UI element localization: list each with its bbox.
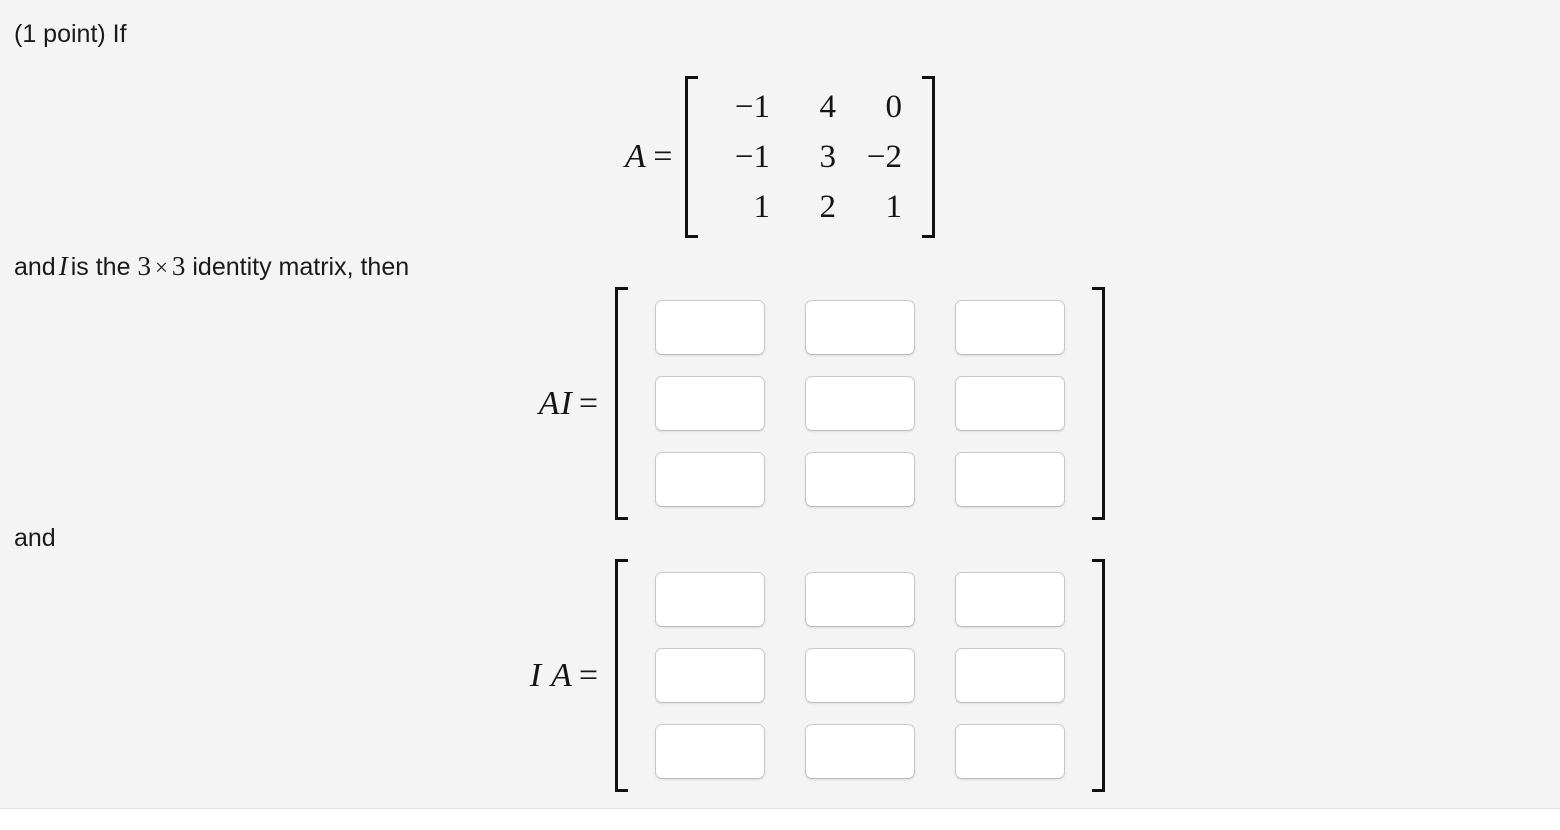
answer-ia-bracketed [615, 559, 1105, 792]
matrix-a-cell: 2 [819, 189, 836, 225]
matrix-a-cell: −1 [734, 89, 770, 125]
ai-input-r2c2[interactable] [805, 376, 915, 431]
bracket-right-icon [1085, 287, 1105, 520]
content-area: (1 point) If A= −1 4 0 −1 3 −2 1 2 1 [0, 0, 1560, 809]
ia-input-r1c2[interactable] [805, 572, 915, 627]
identity-middle: is the [70, 253, 131, 281]
answer-matrix-ai: AI= [0, 287, 1560, 520]
matrix-a-equals: = [653, 138, 673, 175]
matrix-a-grid: −1 4 0 −1 3 −2 1 2 1 [703, 76, 917, 238]
ia-input-r1c3[interactable] [955, 572, 1065, 627]
identity-dim-rows: 3 [137, 251, 151, 281]
identity-dim-cols: 3 [171, 251, 186, 281]
ai-input-r3c2[interactable] [805, 452, 915, 507]
ai-input-r2c1[interactable] [655, 376, 765, 431]
matrix-a-cell: −2 [866, 139, 902, 175]
bracket-left-icon [615, 559, 635, 792]
answer-ai-bracketed [615, 287, 1105, 520]
ia-input-r2c1[interactable] [655, 648, 765, 703]
answer-ia-input-grid [635, 559, 1085, 792]
answer-ia-equals: = [578, 656, 599, 694]
multiplication-icon: × [154, 255, 168, 280]
matrix-a-cell: 0 [885, 89, 902, 125]
ai-input-r3c1[interactable] [655, 452, 765, 507]
ia-input-r2c2[interactable] [805, 648, 915, 703]
bracket-right-icon [917, 76, 935, 238]
answer-ai-label-text: AI [538, 384, 573, 422]
bracket-left-icon [615, 287, 635, 520]
matrix-a-label: A= [625, 138, 673, 176]
answer-ia-label-text: I A [529, 656, 573, 694]
matrix-a-cell: 3 [819, 139, 836, 175]
ia-input-r3c1[interactable] [655, 724, 765, 779]
answer-ai-label: AI= [455, 385, 615, 423]
matrix-a-cell: 4 [819, 89, 836, 125]
page-bottom-strip [0, 810, 1560, 830]
matrix-a-label-text: A [625, 138, 647, 175]
ia-input-r1c1[interactable] [655, 572, 765, 627]
ai-input-r2c3[interactable] [955, 376, 1065, 431]
ai-input-r1c1[interactable] [655, 300, 765, 355]
answer-matrix-ia: I A= [0, 559, 1560, 792]
matrix-a-cell: −1 [734, 139, 770, 175]
bracket-right-icon [1085, 559, 1105, 792]
identity-prefix: and [14, 253, 56, 281]
conjunction-line: and [14, 524, 56, 552]
ia-input-r2c3[interactable] [955, 648, 1065, 703]
matrix-a-display: A= −1 4 0 −1 3 −2 1 2 1 [0, 76, 1560, 238]
ai-input-r1c3[interactable] [955, 300, 1065, 355]
ai-input-r1c2[interactable] [805, 300, 915, 355]
answer-ia-label: I A= [455, 657, 615, 695]
matrix-a-bracketed: −1 4 0 −1 3 −2 1 2 1 [684, 76, 935, 238]
identity-symbol: I [58, 251, 68, 281]
ia-input-r3c3[interactable] [955, 724, 1065, 779]
ai-input-r3c3[interactable] [955, 452, 1065, 507]
problem-points-line: (1 point) If [14, 20, 127, 48]
bracket-left-icon [684, 76, 703, 238]
matrix-a-cell: 1 [885, 189, 902, 225]
matrix-a-cell: 1 [753, 189, 770, 225]
identity-suffix: identity matrix, then [192, 253, 410, 281]
answer-ai-equals: = [578, 384, 599, 422]
ia-input-r3c2[interactable] [805, 724, 915, 779]
answer-ai-input-grid [635, 287, 1085, 520]
